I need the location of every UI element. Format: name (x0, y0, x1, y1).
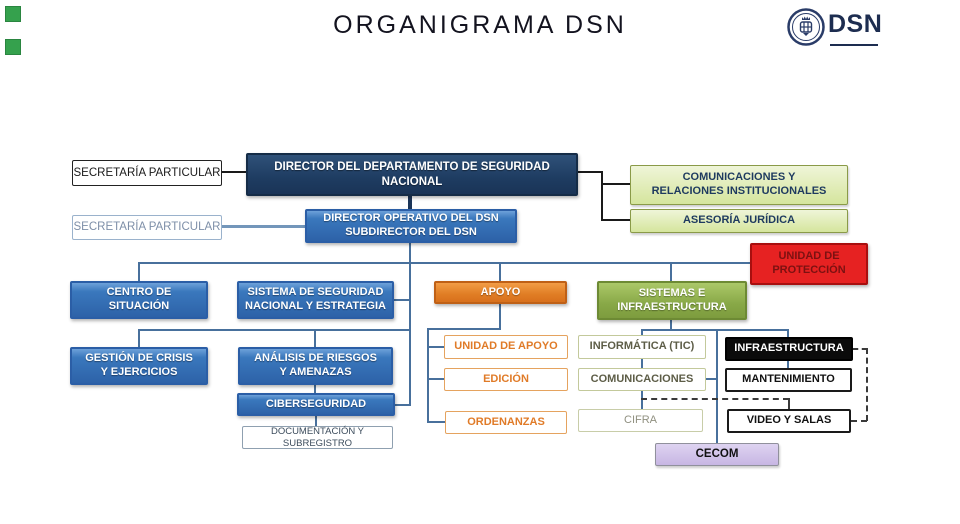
box-unidad-apoyo: UNIDAD DE APOYO (444, 335, 568, 359)
box-centro-situacion: CENTRO DE SITUACIÓN (70, 281, 208, 319)
connector (408, 196, 412, 209)
connector (395, 404, 411, 406)
connector (409, 243, 411, 406)
connector (427, 328, 429, 423)
dashed-connector (788, 398, 790, 409)
connector (138, 262, 140, 281)
box-secretaria-particular-1: SECRETARÍA PARTICULAR (72, 160, 222, 186)
connector (641, 391, 643, 409)
green-square-icon (5, 6, 21, 22)
box-secretaria-particular-2: SECRETARÍA PARTICULAR (72, 215, 222, 240)
connector (499, 304, 501, 329)
dsn-emblem-icon (787, 8, 825, 46)
box-director-dsn: DIRECTOR DEL DEPARTAMENTO DE SEGURIDAD N… (246, 153, 578, 196)
box-informatica-tic: INFORMÁTICA (TIC) (578, 335, 706, 359)
box-unidad-proteccion: UNIDAD DE PROTECCIÓN (750, 243, 868, 285)
connector (706, 378, 717, 380)
connector (670, 262, 672, 281)
box-cecom: CECOM (655, 443, 779, 466)
dsn-logo: DSN (786, 6, 906, 50)
connector (787, 329, 789, 337)
page-title: ORGANIGRAMA DSN (333, 11, 627, 39)
connector (138, 262, 750, 264)
connector (601, 183, 630, 185)
connector (394, 299, 411, 301)
connector (138, 329, 140, 347)
connector (427, 346, 444, 348)
box-asesoria-juridica: ASESORÍA JURÍDICA (630, 209, 848, 233)
connector (222, 171, 246, 173)
connector (427, 378, 444, 380)
connector (499, 262, 501, 281)
connector (578, 171, 603, 173)
box-mantenimiento: MANTENIMIENTO (725, 368, 852, 392)
connector (427, 421, 445, 423)
connector (601, 171, 603, 221)
box-infraestructura: INFRAESTRUCTURA (725, 337, 853, 361)
connector (427, 328, 501, 330)
box-comunicaciones-unidad: COMUNICACIONES (578, 368, 706, 391)
green-square-icon (5, 39, 21, 55)
connector (601, 219, 630, 221)
box-comunicaciones-relaciones: COMUNICACIONES Y RELACIONES INSTITUCIONA… (630, 165, 848, 205)
dashed-connector (641, 398, 789, 400)
dashed-connector (851, 420, 867, 422)
connector (641, 329, 643, 336)
connector (314, 329, 316, 347)
connector (641, 329, 789, 331)
box-analisis-riesgos: ANÁLISIS DE RIESGOS Y AMENAZAS (238, 347, 393, 385)
connector (670, 320, 672, 330)
logo-wordmark: DSN (828, 10, 883, 38)
connector (315, 416, 317, 426)
box-apoyo: APOYO (434, 281, 567, 304)
dashed-connector (853, 348, 867, 350)
connector (222, 225, 305, 228)
box-sistema-seguridad: SISTEMA DE SEGURIDAD NACIONAL Y ESTRATEG… (237, 281, 394, 319)
box-sistemas-infraestructura: SISTEMAS E INFRAESTRUCTURA (597, 281, 747, 320)
logo-underline (830, 44, 878, 46)
connector (716, 329, 718, 443)
box-documentacion-subregistro: DOCUMENTACIÓN Y SUBREGISTRO (242, 426, 393, 449)
box-ciberseguridad: CIBERSEGURIDAD (237, 393, 395, 416)
box-ordenanzas: ORDENANZAS (445, 411, 567, 434)
box-cifra: CIFRA (578, 409, 703, 432)
dashed-connector (866, 348, 868, 421)
connector (314, 385, 316, 393)
box-video-salas: VIDEO Y SALAS (727, 409, 851, 433)
box-director-operativo: DIRECTOR OPERATIVO DEL DSN SUBDIRECTOR D… (305, 209, 517, 243)
box-edicion: EDICIÓN (444, 368, 568, 391)
connector (787, 361, 789, 368)
connector (138, 329, 411, 331)
box-gestion-crisis: GESTIÓN DE CRISIS Y EJERCICIOS (70, 347, 208, 385)
connector (641, 359, 643, 368)
